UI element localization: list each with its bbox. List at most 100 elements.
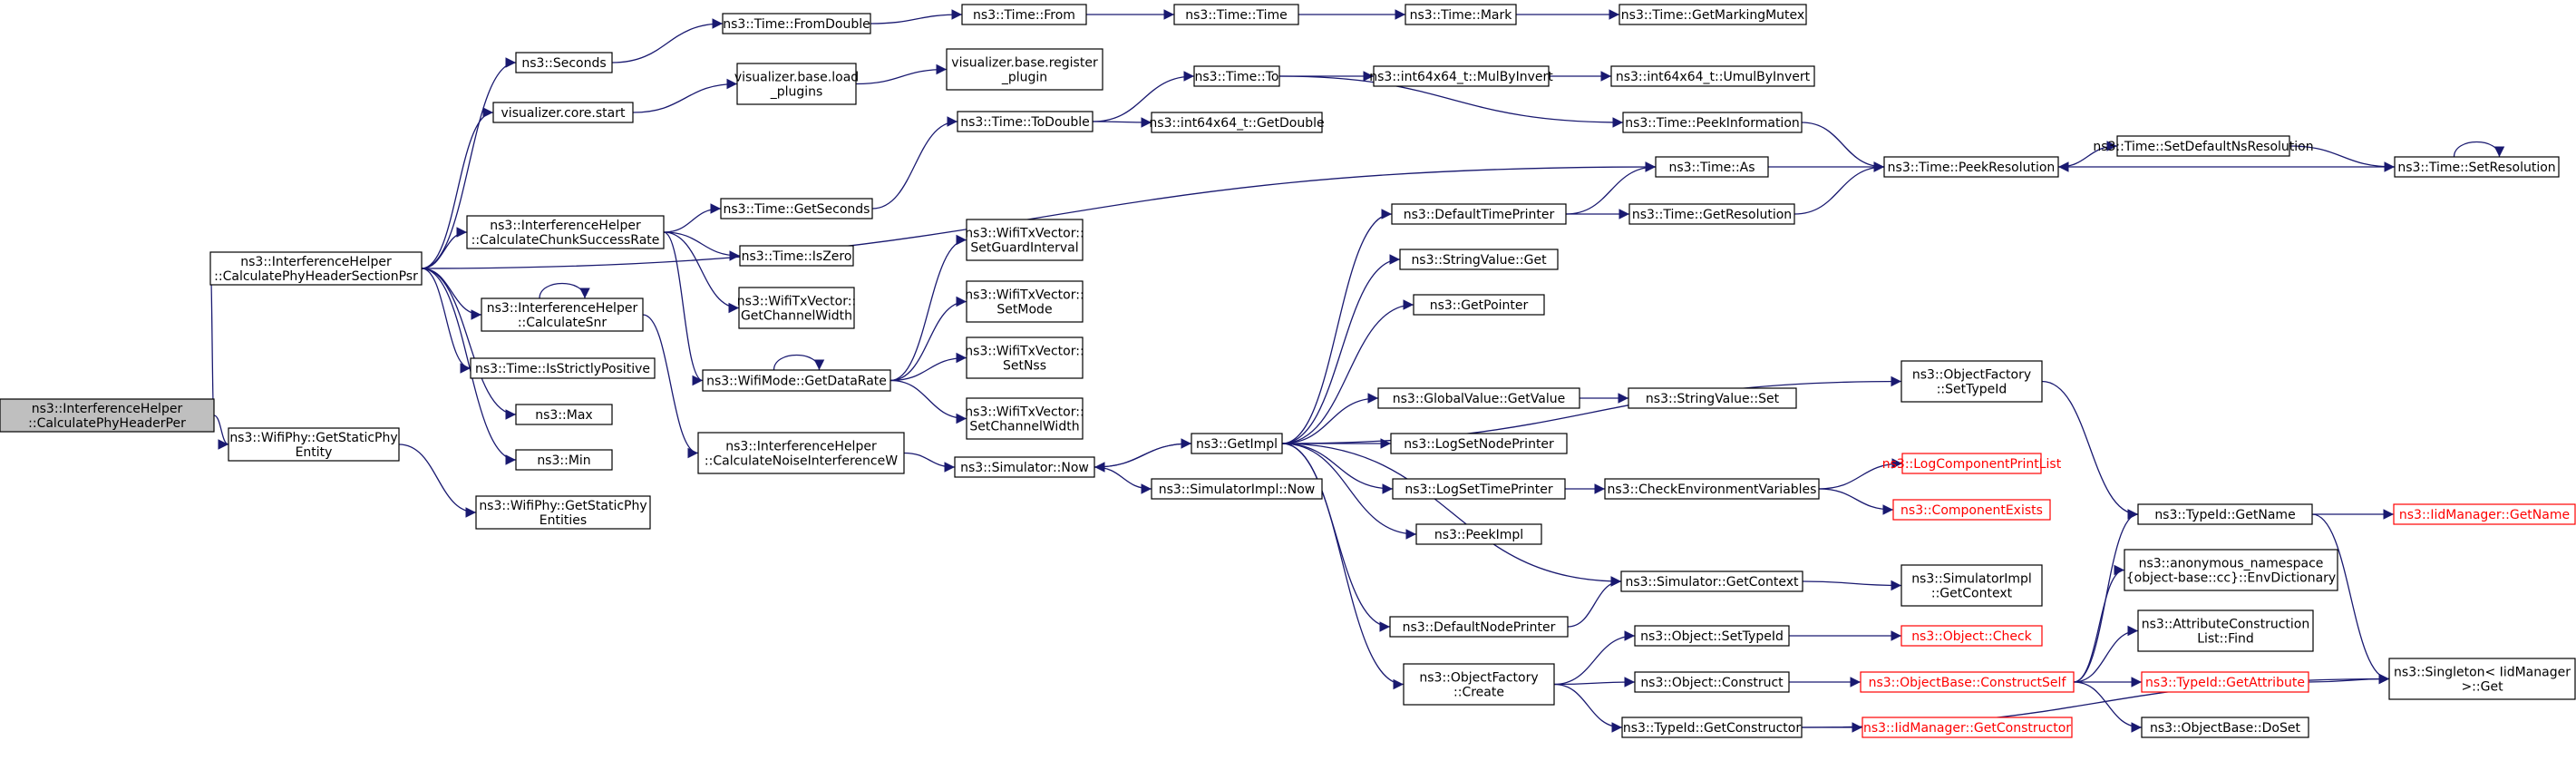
node-isp[interactable]: ns3::Time::IsStrictlyPositive [470,357,656,379]
edge-cphsp-to-ccsr [421,227,468,269]
node-box [1892,499,2051,521]
edge-vbload-to-vbreg [855,63,948,85]
node-svget[interactable]: ns3::StringValue::Get [1399,249,1559,270]
node-vcstart[interactable]: visualizer.core.start [492,102,634,123]
edge-getimpl-to-peekimpl [1281,443,1417,540]
node-time[interactable]: ns3::Time::Time [1173,4,1299,25]
node-seconds[interactable]: ns3::Seconds [515,52,613,73]
node-mulbyinvert[interactable]: ns3::int64x64_t::MulByInvert [1369,65,1553,87]
node-setres[interactable]: ns3::Time::SetResolution [2394,156,2560,178]
node-svset[interactable]: ns3::StringValue::Set [1628,387,1797,409]
node-peekres[interactable]: ns3::Time::PeekResolution [1883,156,2059,178]
node-simimplctx[interactable]: ns3::SimulatorImpl::GetContext [1900,564,2043,607]
node-cniw[interactable]: ns3::InterferenceHelper::CalculateNoiseI… [697,432,905,474]
node-mark[interactable]: ns3::Time::Mark [1405,4,1517,25]
node-peekinfo[interactable]: ns3::Time::PeekInformation [1622,112,1803,133]
node-tidgetname[interactable]: ns3::TypeId::GetName [2137,503,2313,525]
node-label: ns3::Time::Mark [1410,8,1513,23]
node-label: ns3::AttributeConstruction [2142,618,2309,632]
node-setnss[interactable]: ns3::WifiTxVector::SetNss [965,336,1084,379]
edge-cphsp-to-as [421,161,1657,269]
node-lstp[interactable]: ns3::LogSetTimePrinter [1392,478,1566,500]
node-getseconds[interactable]: ns3::Time::GetSeconds [720,198,873,219]
node-objconstruct[interactable]: ns3::Object::Construct [1634,671,1790,693]
node-dtp[interactable]: ns3::DefaultTimePrinter [1391,203,1567,225]
node-lsnp[interactable]: ns3::LogSetNodePrinter [1390,433,1568,454]
node-dnp[interactable]: ns3::DefaultNodePrinter [1389,616,1569,638]
node-singleton[interactable]: ns3::Singleton< IidManager>::Get [2388,658,2576,700]
node-root[interactable]: ns3::InterferenceHelper::CalculatePhyHea… [0,398,215,433]
node-label: ns3::Time::SetResolution [2397,161,2555,175]
node-label: ns3::GetImpl [1196,437,1278,452]
node-from[interactable]: ns3::Time::From [961,4,1087,25]
node-vbload[interactable]: visualizer.base.load_plugins [734,63,859,105]
node-todouble[interactable]: ns3::Time::ToDouble [957,111,1094,132]
node-peekimpl[interactable]: ns3::PeekImpl [1415,523,1542,545]
node-getres[interactable]: ns3::Time::GetResolution [1628,203,1795,225]
node-setcw[interactable]: ns3::WifiTxVector::SetChannelWidth [965,397,1084,440]
edge-setdefres-to-setres [2289,145,2396,172]
node-box [2388,658,2576,700]
node-label: ns3::Time::From [973,8,1075,23]
node-label: ns3::Time::FromDouble [723,17,870,32]
node-gdr[interactable]: ns3::WifiMode::GetDataRate [702,369,891,392]
edge-dtp-to-as [1565,161,1657,215]
node-csnr[interactable]: ns3::InterferenceHelper::CalculateSnr [481,297,644,332]
node-imgetctor[interactable]: ns3::IidManager::GetConstructor [1862,717,2073,738]
node-cphsp[interactable]: ns3::InterferenceHelper::CalculatePhyHea… [209,251,423,286]
node-label: ns3::Seconds [521,56,606,71]
node-iszero[interactable]: ns3::Time::IsZero [739,245,854,267]
node-umulbyinvert[interactable]: ns3::int64x64_t::UmulByInvert [1610,65,1815,87]
node-setdefres[interactable]: ns3::Time::SetDefaultNsResolution [2093,135,2314,157]
node-simgetctx[interactable]: ns3::Simulator::GetContext [1620,570,1803,592]
node-obdoset[interactable]: ns3::ObjectBase::DoSet [2141,717,2309,738]
node-box [966,280,1084,323]
edge-setres-to-setres [2453,141,2505,158]
node-ofsettypeid[interactable]: ns3::ObjectFactory::SetTypeId [1900,360,2043,403]
node-tidgetattr[interactable]: ns3::TypeId::GetAttribute [2141,671,2309,693]
node-cev[interactable]: ns3::CheckEnvironmentVariables [1604,478,1820,500]
edge-cev-to-compexists [1818,488,1894,515]
node-fromdouble[interactable]: ns3::Time::FromDouble [722,13,871,34]
node-to[interactable]: ns3::Time::To [1193,65,1280,87]
node-anonenv[interactable]: ns3::anonymous_namespace{object-base::cc… [2124,549,2338,591]
node-ccsr[interactable]: ns3::InterferenceHelper::CalculateChunkS… [466,215,665,249]
edge-cphsp-to-max [421,268,517,420]
node-compexists[interactable]: ns3::ComponentExists [1892,499,2051,521]
node-getmarkmutex[interactable]: ns3::Time::GetMarkingMutex [1619,4,1807,25]
node-ofcreate[interactable]: ns3::ObjectFactory::Create [1403,663,1555,706]
node-objcheck[interactable]: ns3::Object::Check [1900,625,2043,647]
node-lcpl[interactable]: ns3::LogComponentPrintList [1882,453,2062,474]
edge-gspe-to-gspes [398,444,477,518]
node-box [1622,112,1803,133]
node-label: >::Get [2461,680,2503,695]
edge-seconds-to-fromdouble [611,18,724,63]
node-imgetname[interactable]: ns3::IidManager::GetName [2393,503,2576,525]
node-min[interactable]: ns3::Min [515,449,613,471]
node-simimplnow[interactable]: ns3::SimulatorImpl::Now [1151,478,1323,500]
node-getimpl[interactable]: ns3::GetImpl [1191,433,1283,454]
node-label: ns3::InterferenceHelper [490,219,641,233]
edge-getimpl-to-dtp [1281,209,1393,444]
node-tidgetctor[interactable]: ns3::TypeId::GetConstructor [1621,717,1803,738]
node-vbreg[interactable]: visualizer.base.register_plugin [946,48,1103,91]
edge-cphsp-to-csnr [421,268,482,320]
node-simnow[interactable]: ns3::Simulator::Now [954,456,1095,478]
node-gvgetvalue[interactable]: ns3::GlobalValue::GetValue [1377,387,1580,409]
node-box [1173,4,1299,25]
node-getdouble[interactable]: ns3::int64x64_t::GetDouble [1149,112,1325,133]
node-label: ns3::Simulator::GetContext [1625,575,1799,590]
node-objsettypeid[interactable]: ns3::Object::SetTypeId [1634,625,1790,647]
node-wtvgcw[interactable]: ns3::WifiTxVector::GetChannelWidth [737,287,856,329]
node-setgi[interactable]: ns3::WifiTxVector::SetGuardInterval [965,219,1084,261]
node-getpointer[interactable]: ns3::GetPointer [1413,294,1545,316]
node-setmode[interactable]: ns3::WifiTxVector::SetMode [965,280,1084,323]
node-box [1191,433,1283,454]
node-label: SetGuardInterval [970,241,1078,256]
node-as[interactable]: ns3::Time::As [1655,156,1769,178]
node-max[interactable]: ns3::Max [515,404,613,425]
node-obcs[interactable]: ns3::ObjectBase::ConstructSelf [1860,671,2075,693]
